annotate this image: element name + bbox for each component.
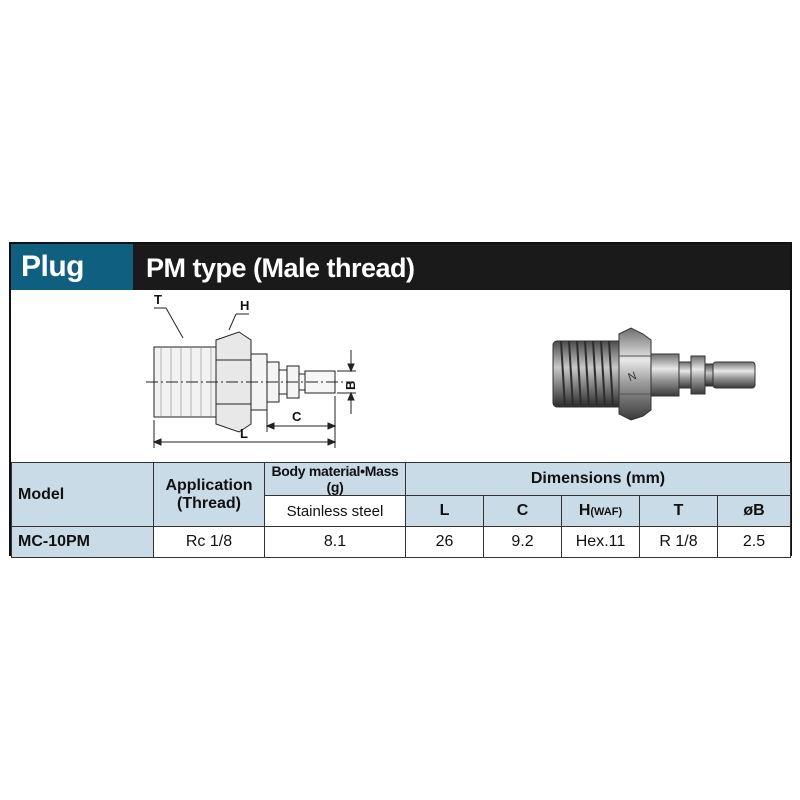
table-row: MC-10PM Rc 1/8 8.1 26 9.2 Hex.11 R 1/8 2… bbox=[11, 526, 792, 558]
header-application-line2: (Thread) bbox=[177, 494, 241, 512]
specs-table: Model Application (Thread) Body material… bbox=[11, 462, 792, 558]
cell-model: MC-10PM bbox=[11, 526, 154, 558]
cell-h: Hex.11 bbox=[561, 526, 640, 558]
label-l: L bbox=[240, 426, 248, 441]
label-c: C bbox=[292, 409, 302, 424]
header-dim-b: øB bbox=[716, 495, 792, 527]
product-title: PM type (Male thread) bbox=[146, 253, 415, 283]
cell-c: 9.2 bbox=[483, 526, 562, 558]
header-bar: Plug PM type (Male thread) bbox=[11, 244, 790, 290]
header-dim-c: C bbox=[483, 495, 562, 527]
header-model: Model bbox=[11, 462, 154, 527]
header-dim-t: T bbox=[639, 495, 718, 527]
cell-mass: 8.1 bbox=[264, 526, 406, 558]
header-dim-h-letter: H bbox=[578, 502, 591, 519]
category-badge: Plug bbox=[11, 244, 133, 290]
label-b: B bbox=[343, 381, 358, 390]
spec-sheet: Plug PM type (Male thread) bbox=[9, 242, 792, 558]
label-h: H bbox=[240, 298, 249, 313]
header-dim-h: H(WAF) bbox=[561, 495, 640, 527]
header-dim-h-suffix: (WAF) bbox=[590, 506, 623, 518]
body-mark: N bbox=[627, 370, 639, 384]
header-dimensions: Dimensions (mm) bbox=[404, 462, 792, 496]
cell-t: R 1/8 bbox=[639, 526, 718, 558]
label-t: T bbox=[154, 292, 162, 307]
cell-l: 26 bbox=[405, 526, 484, 558]
header-body-material-value: Stainless steel bbox=[264, 495, 406, 527]
header-application: Application (Thread) bbox=[153, 462, 265, 527]
header-dim-l: L bbox=[405, 495, 484, 527]
technical-drawing: T H L C B bbox=[146, 292, 358, 448]
cell-b: 2.5 bbox=[716, 526, 792, 558]
drawing-area: T H L C B bbox=[11, 290, 790, 462]
header-application-line1: Application bbox=[165, 476, 253, 494]
cell-application: Rc 1/8 bbox=[153, 526, 265, 558]
product-photo: N bbox=[552, 327, 756, 421]
header-body-material-mass: Body material•Mass (g) bbox=[264, 462, 406, 496]
